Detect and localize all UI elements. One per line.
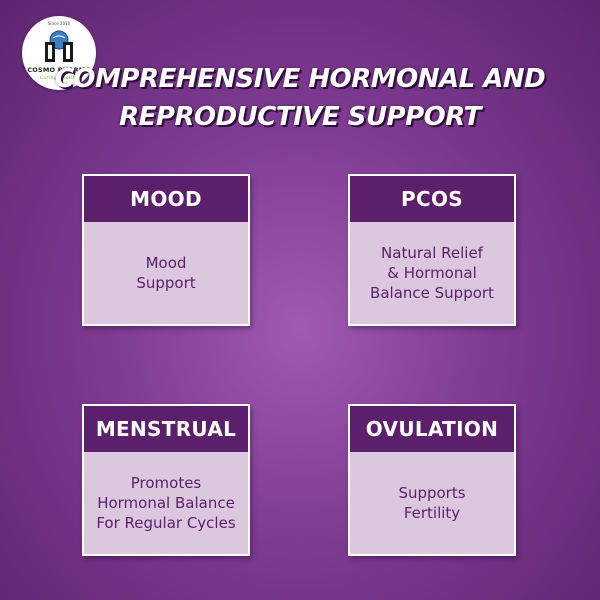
card-text: Supports Fertility: [398, 484, 466, 522]
card-heading: PCOS: [348, 174, 516, 222]
card-heading: MENSTRUAL: [82, 404, 250, 452]
card-text: Natural Relief & Hormonal Balance Suppor…: [370, 244, 494, 302]
logo-brand-name: COSMO PHARMA: [27, 66, 91, 74]
title-line-1: COMPREHENSIVE HORMONAL AND: [54, 64, 546, 94]
page-title: COMPREHENSIVE HORMONAL AND REPRODUCTIVE …: [0, 60, 600, 136]
card-text: Mood Support: [136, 254, 196, 292]
logo-mark-icon: [45, 30, 73, 62]
card-ovulation: OVULATION Supports Fertility: [348, 404, 516, 556]
title-line-2: REPRODUCTIVE SUPPORT: [119, 102, 481, 132]
logo-tagline: Caring Healthy: [39, 75, 79, 81]
card-pcos: PCOS Natural Relief & Hormonal Balance S…: [348, 174, 516, 326]
card-body: Promotes Hormonal Balance For Regular Cy…: [82, 452, 250, 556]
card-body: Supports Fertility: [348, 452, 516, 556]
card-body: Mood Support: [82, 222, 250, 326]
card-body: Natural Relief & Hormonal Balance Suppor…: [348, 222, 516, 326]
cosmo-pharma-logo: Since 2010 COSMO PHARMA Caring Healthy: [22, 16, 96, 90]
logo-since-text: Since 2010: [47, 21, 71, 26]
card-heading: MOOD: [82, 174, 250, 222]
card-mood: MOOD Mood Support: [82, 174, 250, 326]
card-text: Promotes Hormonal Balance For Regular Cy…: [96, 474, 236, 532]
card-menstrual: MENSTRUAL Promotes Hormonal Balance For …: [82, 404, 250, 556]
card-heading: OVULATION: [348, 404, 516, 452]
